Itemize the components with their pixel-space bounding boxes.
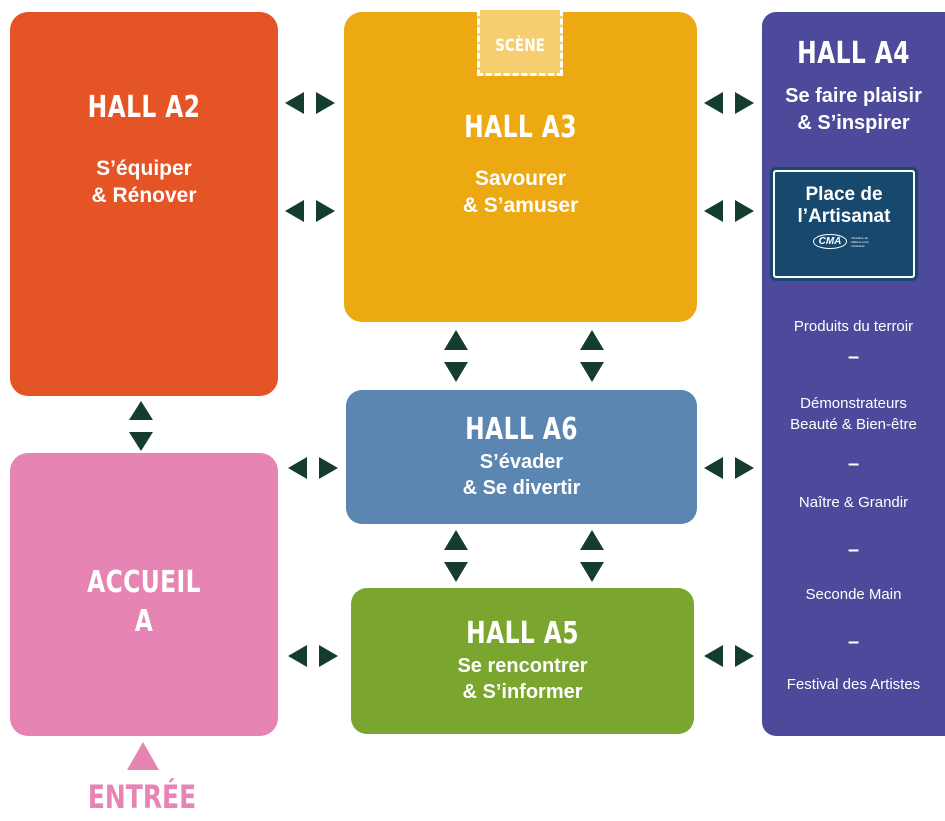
arrow-a3-a6-left <box>444 330 468 382</box>
artisanat-badge: Place de l’Artisanat CMA Chambre de Méti… <box>773 170 915 278</box>
artisanat-badge-line2: l’Artisanat <box>797 206 891 227</box>
cma-logo: CMA Chambre de Métiers et de l'Artisanat <box>775 234 913 249</box>
list-separator: – <box>847 453 860 475</box>
hall-a3-line2: & S’amuser <box>462 194 579 217</box>
entrance-label: ENTRÉE <box>87 778 197 816</box>
arrow-a3-a4-bottom <box>704 200 754 222</box>
list-separator: – <box>847 631 860 653</box>
hall-a6-line2: & Se divertir <box>462 477 581 499</box>
hall-a5-line1: Se rencontrer <box>457 655 588 677</box>
arrow-a2-a3-bottom <box>285 200 335 222</box>
arrow-a6-a5-left <box>444 530 468 582</box>
hall-a5-line2: & S’informer <box>462 681 583 703</box>
arrow-a2-a3-top <box>285 92 335 114</box>
list-item-festival: Festival des Artistes <box>786 676 921 693</box>
cma-logo-caption: Chambre de Métiers et de l'Artisanat <box>851 235 869 248</box>
arrow-a3-a6-right <box>580 330 604 382</box>
arrow-accueil-a5 <box>288 645 338 667</box>
cma-logo-mark: CMA <box>812 234 848 249</box>
list-item-beaute: Beauté & Bien-être <box>790 416 917 433</box>
list-item-terroir: Produits du terroir <box>793 318 914 335</box>
arrow-a6-a5-right <box>580 530 604 582</box>
list-item-demonstrateurs: Démonstrateurs <box>800 395 907 412</box>
list-separator: – <box>847 539 860 561</box>
list-item-naitre: Naître & Grandir <box>798 494 909 511</box>
arrow-a3-a4-top <box>704 92 754 114</box>
entrance-arrow <box>127 742 159 774</box>
arrow-a2-accueil <box>129 401 153 451</box>
hall-a3-line1: Savourer <box>474 167 567 190</box>
hall-a2-title: HALL A2 <box>87 90 201 125</box>
accueil-title-line1: ACCUEIL <box>87 565 201 600</box>
hall-a2-line1: S’équiper <box>96 157 192 180</box>
hall-a5: HALL A5 Se rencontrer & S’informer <box>351 588 694 734</box>
hall-a6-title: HALL A6 <box>465 412 578 447</box>
hall-a3-title: HALL A3 <box>464 110 577 145</box>
stage-label: SCÈNE <box>495 36 545 56</box>
arrow-a6-a4 <box>704 457 754 479</box>
list-item-seconde-main: Seconde Main <box>805 586 902 603</box>
hall-a4-line1: Se faire plaisir <box>785 85 922 107</box>
hall-a2-line2: & Rénover <box>91 184 197 207</box>
hall-a5-title: HALL A5 <box>466 616 579 651</box>
hall-a6: HALL A6 S’évader & Se divertir <box>346 390 697 524</box>
stage-marker: SCÈNE <box>477 10 563 76</box>
hall-a4: HALL A4 Se faire plaisir & S’inspirer Pl… <box>762 12 945 736</box>
artisanat-badge-line1: Place de <box>805 184 883 205</box>
hall-a2: HALL A2 S’équiper & Rénover <box>10 12 278 396</box>
hall-a6-line1: S’évader <box>479 451 564 473</box>
arrow-accueil-a6 <box>288 457 338 479</box>
list-separator: – <box>847 346 860 368</box>
hall-a4-title: HALL A4 <box>797 36 910 71</box>
accueil-a: ACCUEIL A <box>10 453 278 736</box>
accueil-title-line2: A <box>134 604 154 639</box>
arrow-a5-a4 <box>704 645 754 667</box>
hall-a4-line2: & S’inspirer <box>797 112 910 134</box>
